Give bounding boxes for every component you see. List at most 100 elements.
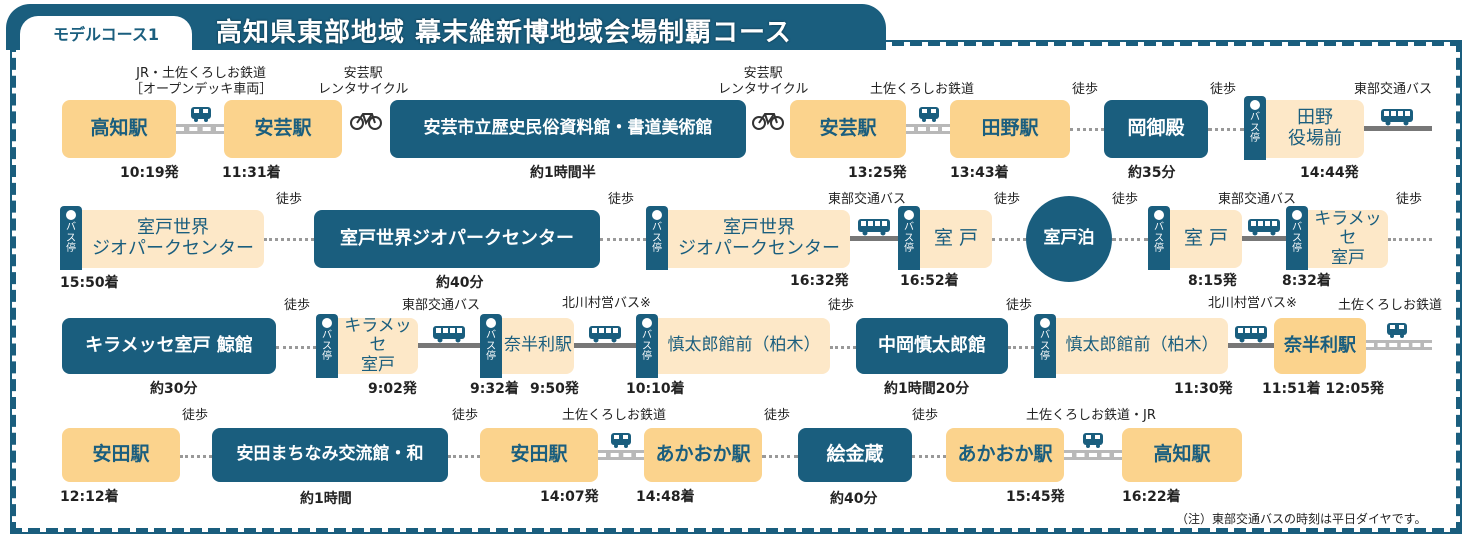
node-kiramesse-stop-1: キラメッセ室戸 [1308,209,1388,268]
time-r1-3: 約1時間半 [530,165,596,181]
bus-line-6 [1228,343,1274,348]
node-okagoten: 岡御殿 [1104,100,1208,158]
label-bus-4: 東部交通バス [402,298,481,313]
time-r4-3: 14:07発 [540,489,599,505]
node-geopark-stop-2: 室戸世界ジオパークセンター [668,210,850,268]
course-header: モデルコース1 高知県東部地域 幕末維新博地域会場制覇コース [6,4,886,50]
label-bus-5: 北川村営バス※ [562,296,651,311]
bicycle-icon [752,110,784,134]
label-walk-9: 徒歩 [828,298,855,313]
bus-line-4 [418,343,480,348]
time-r2-5: 8:15発 [1188,273,1237,289]
time-r4-7: 16:22着 [1122,489,1181,505]
time-r4-5: 約40分 [830,491,878,507]
time-r1-7: 14:44発 [1300,165,1359,181]
walk-line-3 [264,238,314,241]
walk-line-8 [276,346,316,349]
time-r4-4: 14:48着 [636,489,695,505]
time-r4-6: 15:45発 [1006,489,1065,505]
time-r3-4: 10:10着 [626,381,685,397]
label-walk-6: 徒歩 [1112,192,1139,207]
label-rail-3: 土佐くろしお鉄道 [1338,298,1443,313]
label-walk-11: 徒歩 [182,408,209,423]
train-icon [918,106,940,126]
walk-line-1 [1070,128,1104,131]
bus-icon [1380,108,1414,130]
bus-stop-sign: バス停 [1034,314,1056,378]
walk-line-9 [830,346,856,349]
node-akaoka-station-2: あかおか駅 [946,428,1064,482]
node-shintaro-stop-1: 慎太郎館前（柏木） [658,318,830,374]
bus-icon [1234,325,1268,347]
node-aki-station: 安芸駅 [224,100,342,158]
bus-icon [1247,218,1281,240]
bus-stop-sign: バス停 [636,314,658,378]
bus-stop-sign: バス停 [1286,206,1308,270]
walk-line-7 [1388,238,1432,241]
bus-line-5 [574,343,636,348]
label-rail-1: JR・土佐くろしお鉄道［オープンデッキ車両］ [130,66,273,97]
time-r4-1: 12:12着 [60,489,119,505]
course-label: モデルコース1 [20,16,192,50]
node-yasuda-machinami: 安田まちなみ交流館・和 [212,428,448,482]
bus-line-2 [850,236,898,241]
label-bus-2: 東部交通バス [828,192,907,207]
node-aki-museum: 安芸市立歴史民俗資料館・書道美術館 [390,100,746,158]
timetable-note: （注）東部交通バスの時刻は平日ダイヤです。 [1176,512,1427,526]
time-r3-2: 9:02発 [368,381,417,397]
bus-stop-sign: バス停 [60,206,82,270]
node-kiramesse-whale: キラメッセ室戸 鯨館 [62,318,276,374]
label-walk-14: 徒歩 [912,408,939,423]
bus-stop-sign: バス停 [1148,206,1170,270]
time-r2-1: 15:50着 [60,275,119,291]
time-r2-3: 16:32発 [790,273,849,289]
rail-line-1 [176,124,224,134]
time-r1-5: 13:43着 [950,165,1009,181]
label-bus-6: 北川村営バス※ [1208,296,1297,311]
walk-line-12 [448,455,480,458]
rail-line-4 [598,450,644,460]
time-r3-3b: 9:50発 [530,381,579,397]
label-rail-4: 土佐くろしお鉄道 [562,408,667,423]
node-shintaro-stop-2: 慎太郎館前（柏木） [1056,318,1228,374]
walk-line-11 [180,455,212,458]
train-icon [610,432,632,452]
time-r1-1: 10:19発 [120,165,179,181]
bus-stop-sign: バス停 [1244,96,1266,160]
time-r3-5: 約1時間20分 [884,381,970,397]
label-walk-7: 徒歩 [1396,192,1423,207]
walk-line-6 [1112,238,1148,241]
node-geopark-center: 室戸世界ジオパークセンター [314,210,600,268]
node-kochi-station: 高知駅 [62,100,176,158]
label-bus-1: 東部交通バス [1354,82,1433,97]
time-r1-6: 約35分 [1128,165,1176,181]
rail-line-2 [906,124,950,134]
node-nahari-stop: 奈半利駅 [502,318,574,374]
time-r3-1: 約30分 [150,381,198,397]
node-tano-station: 田野駅 [950,100,1070,158]
bus-line-1 [1364,126,1432,131]
node-muroto-stop-2: 室 戸 [1170,210,1242,268]
walk-line-10 [1008,346,1034,349]
label-walk-1: 徒歩 [1072,82,1099,97]
walk-line-2 [1208,128,1244,131]
label-walk-3: 徒歩 [276,192,303,207]
time-r2-4: 16:52着 [900,273,959,289]
time-r3-7: 11:51着 12:05発 [1262,381,1385,397]
rail-line-5 [1064,450,1122,460]
label-rail-2: 土佐くろしお鉄道 [870,82,975,97]
time-r2-2: 約40分 [436,275,484,291]
label-walk-5: 徒歩 [994,192,1021,207]
walk-line-4 [600,238,646,241]
label-rail-5: 土佐くろしお鉄道・JR [1026,408,1156,423]
time-r3-6: 11:30発 [1174,381,1233,397]
bus-stop-sign: バス停 [646,206,668,270]
walk-line-13 [762,455,798,458]
node-akaoka-station: あかおか駅 [644,428,762,482]
label-walk-2: 徒歩 [1210,82,1237,97]
bus-stop-sign: バス停 [898,206,920,270]
node-yasuda-station-2: 安田駅 [480,428,598,482]
node-geopark-stop-1: 室戸世界ジオパークセンター [82,210,264,268]
label-walk-4: 徒歩 [608,192,635,207]
walk-line-5 [992,238,1026,241]
